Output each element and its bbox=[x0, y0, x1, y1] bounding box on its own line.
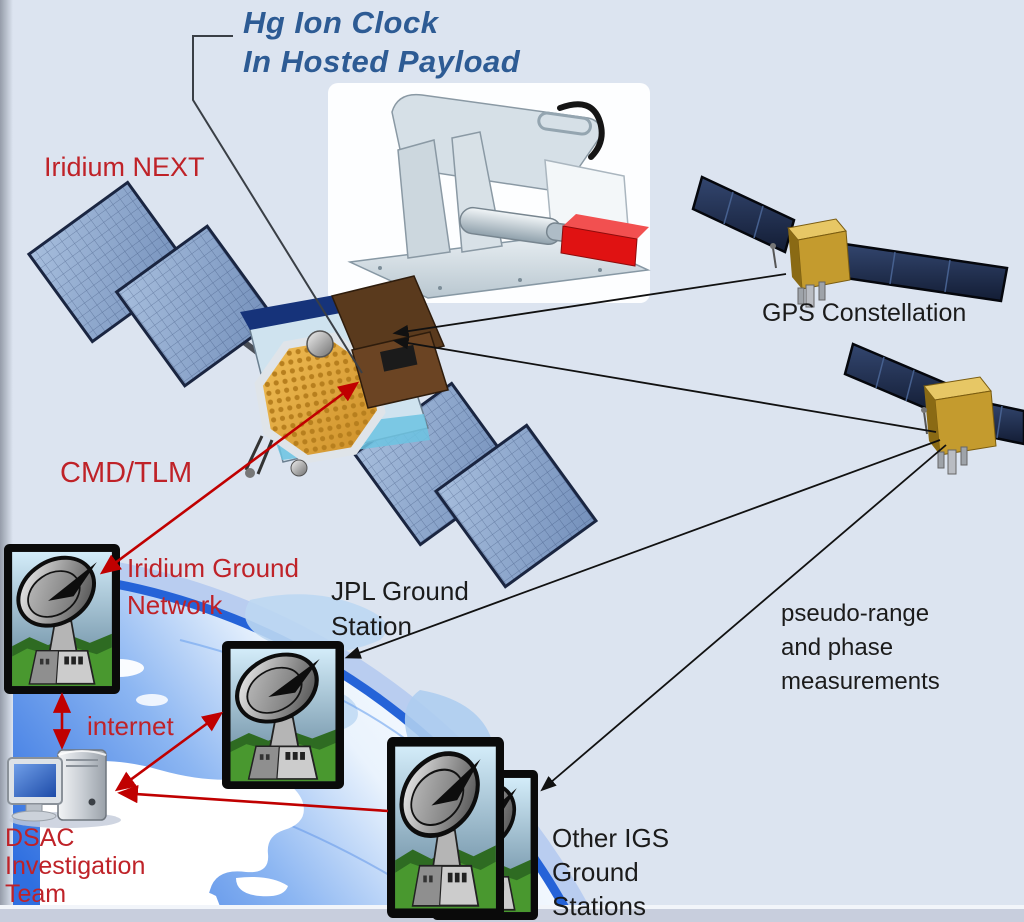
igs-line-3: Stations bbox=[552, 891, 646, 921]
label-internet: internet bbox=[87, 711, 174, 741]
dsac-line-2: Investigation bbox=[5, 852, 146, 880]
ignet-line-1: Iridium Ground bbox=[127, 553, 299, 583]
pseudo-line-3: measurements bbox=[781, 668, 940, 695]
label-other-igs-stations: Other IGS Ground Stations bbox=[552, 821, 669, 922]
link-gps2-to-iridium bbox=[392, 336, 937, 433]
dsac-line-3: Team bbox=[5, 880, 67, 908]
pseudo-line-2: and phase bbox=[781, 634, 894, 661]
link-igs-to-computer bbox=[117, 785, 389, 813]
hg-ion-clock-photo bbox=[328, 83, 651, 303]
pseudo-line-1: pseudo-range bbox=[781, 600, 930, 627]
label-gps-constellation: GPS Constellation bbox=[762, 299, 967, 327]
label-pseudo-range: pseudo-range and phase measurements bbox=[781, 597, 940, 699]
igs-line-1: Other IGS bbox=[552, 823, 670, 853]
link-cmdtlm-iridium-to-ground bbox=[99, 381, 360, 575]
ignet-line-2: Network bbox=[127, 590, 223, 620]
link-gps2-to-jpl-station bbox=[344, 439, 941, 659]
jpl-line-1: JPL Ground bbox=[331, 576, 469, 606]
page-title: Hg Ion Clock In Hosted Payload bbox=[243, 3, 520, 81]
jpl-ground-station bbox=[222, 641, 344, 789]
label-dsac-investigation-team: DSAC Investigation Team bbox=[5, 824, 145, 908]
link-gps2-to-igs-stations bbox=[540, 444, 947, 792]
label-iridium-ground-network: Iridium Ground Network bbox=[127, 550, 299, 624]
label-jpl-ground-station: JPL Ground Station bbox=[331, 574, 469, 644]
link-internet-jpl-to-computer bbox=[114, 711, 224, 792]
dsac-line-1: DSAC bbox=[5, 824, 75, 852]
igs-line-2: Ground bbox=[552, 857, 639, 887]
title-line-2: In Hosted Payload bbox=[243, 44, 521, 79]
iridium-ground-network-station bbox=[4, 544, 120, 694]
title-leader-line bbox=[192, 35, 363, 374]
link-gps1-to-iridium bbox=[392, 273, 787, 338]
label-cmd-tlm: CMD/TLM bbox=[60, 457, 193, 489]
title-line-1: Hg Ion Clock bbox=[243, 5, 439, 40]
gps-satellite-1 bbox=[691, 175, 1009, 308]
gps-satellite-2 bbox=[843, 342, 1024, 475]
dsac-team-computer bbox=[7, 749, 121, 828]
label-iridium-next: Iridium NEXT bbox=[44, 152, 205, 182]
igs-ground-station-front bbox=[387, 737, 504, 918]
jpl-line-2: Station bbox=[331, 611, 412, 641]
